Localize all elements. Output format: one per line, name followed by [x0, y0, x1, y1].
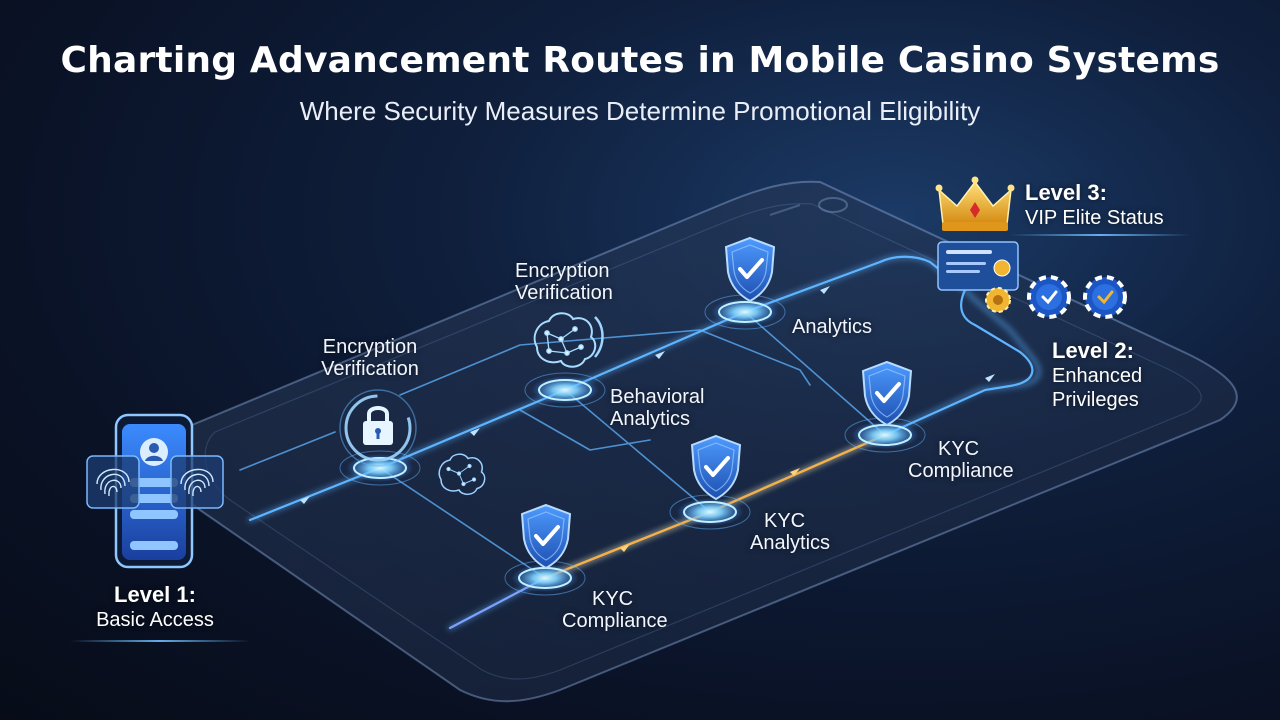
level-3-underline — [1010, 234, 1190, 236]
node-label-line: Encryption — [515, 260, 610, 282]
main-route — [248, 255, 1034, 522]
node-label-encryption-top: Encryption Verification — [515, 260, 613, 304]
node-label-behavioral: Behavioral Analytics — [610, 386, 705, 430]
level-subtitle: Privileges — [1052, 389, 1139, 411]
node-label-line: Analytics — [610, 408, 691, 430]
page-title: Charting Advancement Routes in Mobile Ca… — [60, 40, 1220, 81]
lock-icon — [339, 389, 417, 467]
node-label-line: Analytics — [750, 532, 831, 554]
node-label-line: Encryption — [322, 336, 418, 358]
level-1-label: Level 1: Basic Access — [70, 582, 240, 632]
level-1-underline — [70, 640, 250, 642]
node-label-analytics-top: Analytics — [792, 316, 872, 338]
node-label-line: Verification — [321, 358, 419, 380]
node-label-kyc-bottom: KYC Compliance — [562, 588, 668, 632]
brain-icon — [438, 453, 486, 496]
node-label-encryption-left: Encryption Verification — [305, 336, 435, 380]
level-subtitle: Enhanced — [1052, 365, 1143, 387]
level-subtitle: VIP Elite Status — [1025, 207, 1164, 229]
level-title: Level 1: — [114, 582, 196, 607]
level-subtitle: Basic Access — [96, 609, 214, 631]
chip-check-icon — [1027, 275, 1071, 319]
brain-icon — [533, 312, 604, 368]
node-label-line: KYC — [764, 510, 806, 532]
fingerprint-icon — [86, 455, 140, 509]
crown-icon — [935, 176, 1015, 231]
level-2-label: Level 2: Enhanced Privileges — [1052, 338, 1142, 412]
node-label-kyc-analytics: KYC Analytics — [750, 510, 830, 554]
fingerprint-icon — [170, 455, 224, 509]
phone-icon — [114, 413, 194, 569]
node-label-line: Compliance — [562, 610, 668, 632]
node-label-line: Verification — [515, 282, 613, 304]
node-label-line: Behavioral — [610, 386, 705, 408]
node-label-line: KYC — [592, 588, 634, 610]
level-3-label: Level 3: VIP Elite Status — [1025, 180, 1164, 230]
level-title: Level 2: — [1052, 338, 1134, 363]
gear-coin-icon — [985, 287, 1011, 313]
node-label-line: Analytics — [792, 316, 873, 338]
node-label-line: KYC — [938, 438, 980, 460]
node-label-kyc-right: KYC Compliance — [908, 438, 1014, 482]
page-subtitle: Where Security Measures Determine Promot… — [299, 96, 981, 126]
vip-card-icon — [937, 241, 1019, 291]
node-label-line: Compliance — [908, 460, 1014, 482]
chip-check-icon — [1083, 275, 1127, 319]
level-title: Level 3: — [1025, 180, 1107, 205]
